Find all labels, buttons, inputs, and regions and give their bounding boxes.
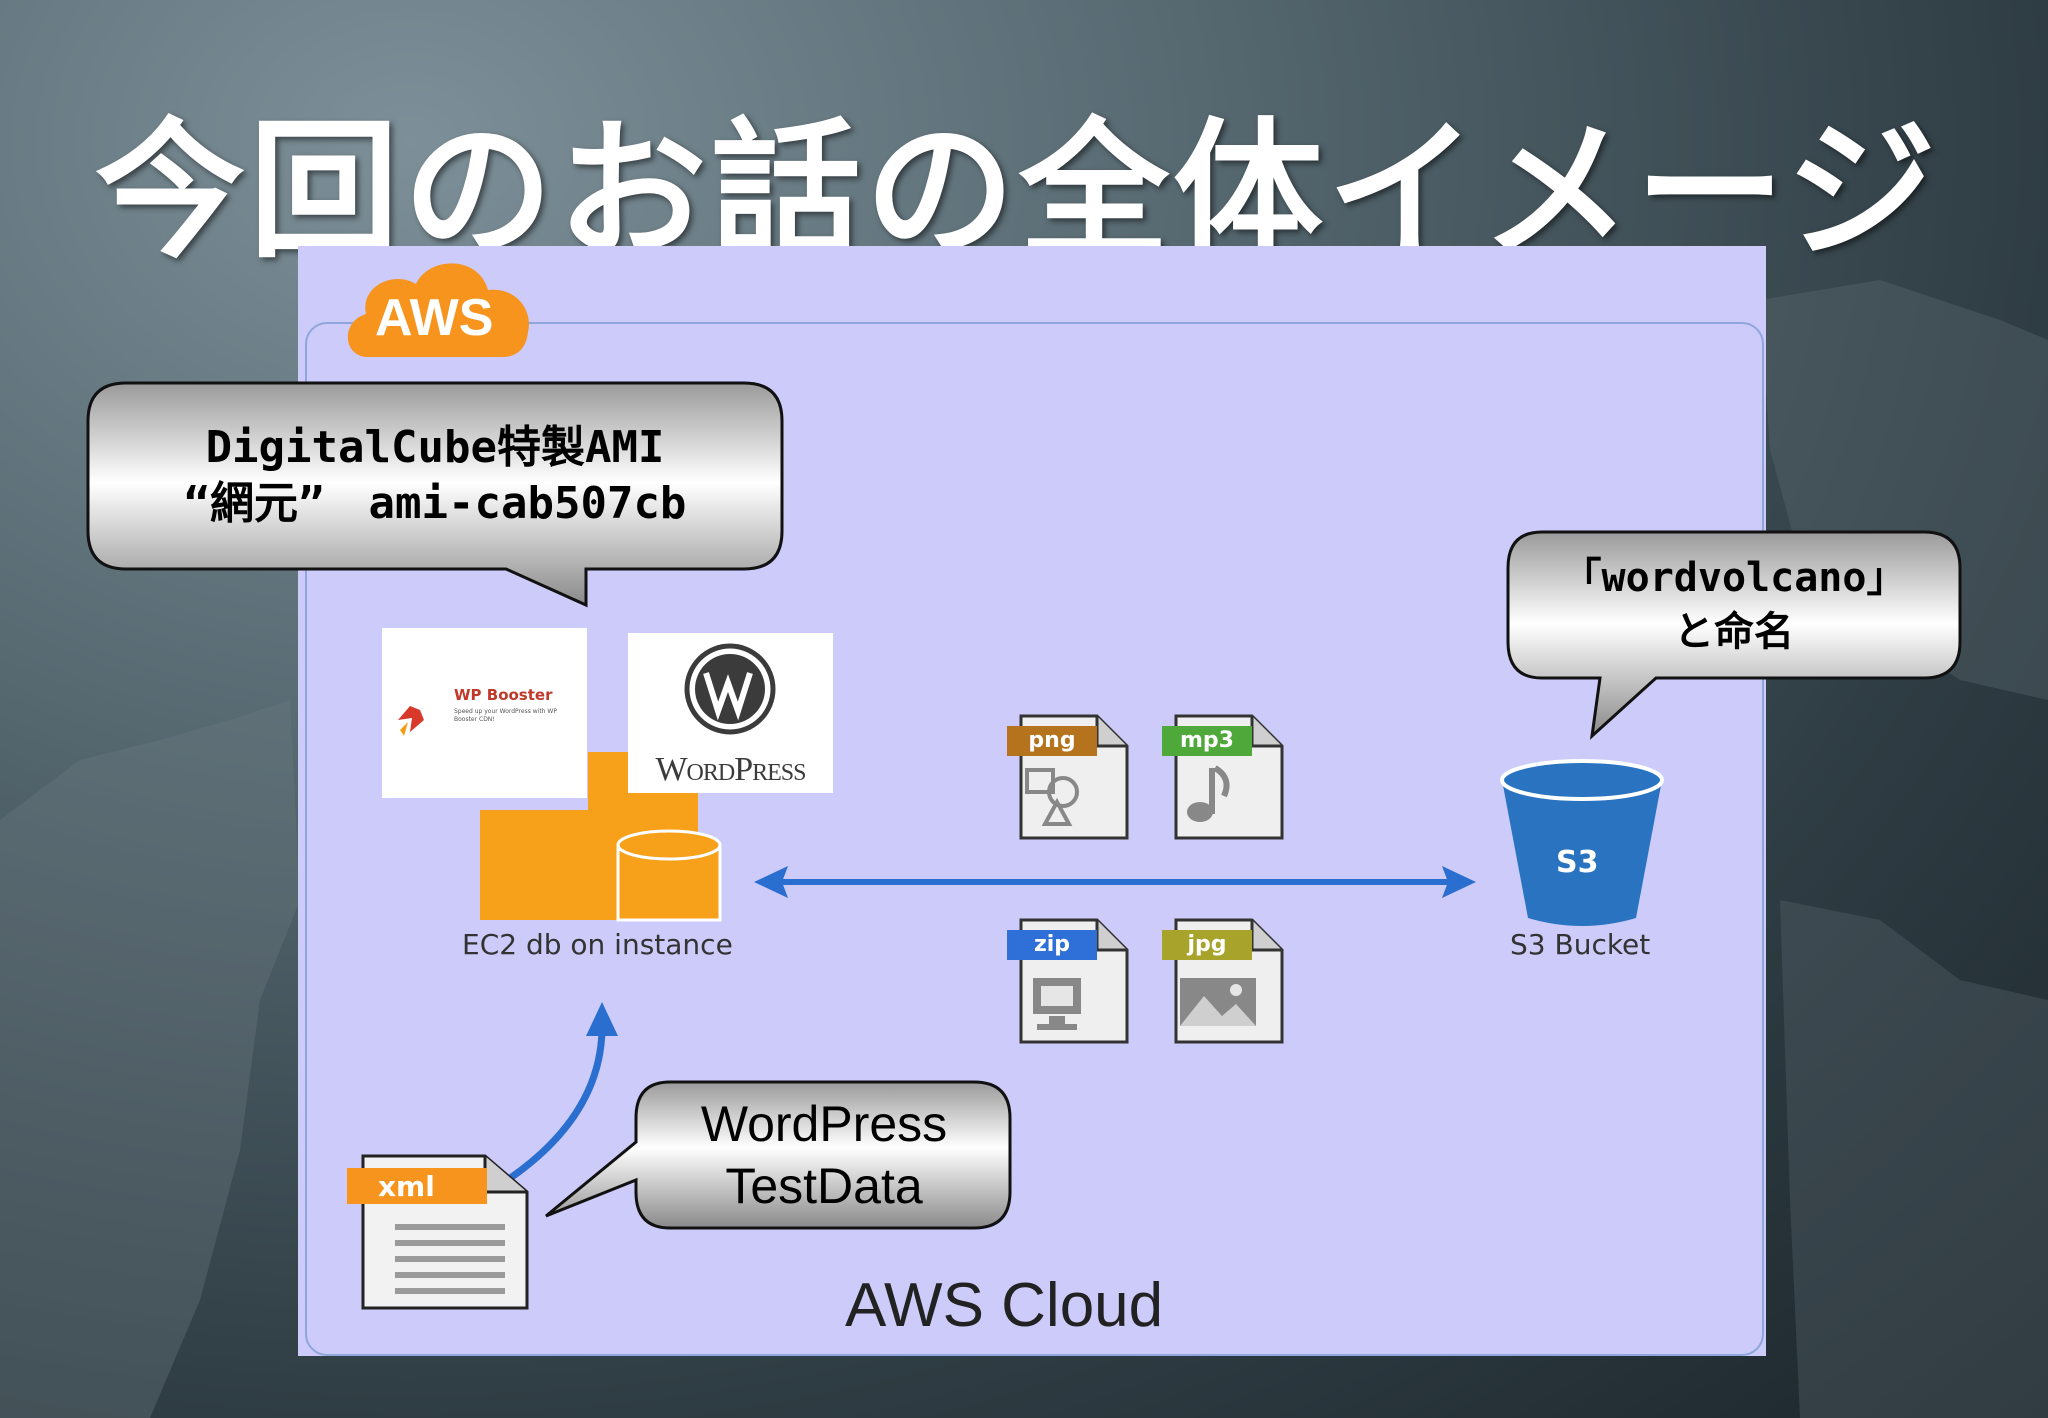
s3-label: S3 Bucket (1510, 928, 1651, 961)
rocket-icon (398, 686, 440, 736)
file-tag-label: jpg (1187, 932, 1227, 957)
wp-booster-title: WP Booster (454, 686, 553, 704)
s3-icon-text: S3 (1556, 845, 1599, 880)
wp-booster-subtitle: Speed up your WordPress with WP Booster … (454, 708, 557, 723)
wordpress-wordmark: WordPress (655, 751, 806, 788)
file-jpg-icon: jpg (1160, 916, 1285, 1046)
file-tag-label: zip (1033, 932, 1071, 957)
wordpress-thumbnail: WordPress (628, 633, 833, 793)
wordpress-logo-icon (684, 643, 776, 735)
file-mp3-icon: mp3 (1160, 712, 1285, 842)
testdata-callout-line2: TestData (725, 1158, 923, 1214)
bucket-name-callout: 「wordvolcano」 と命名 (1506, 530, 1962, 740)
bucket-callout-line1: 「wordvolcano」 (1561, 555, 1907, 601)
computer-icon (1007, 918, 1129, 1044)
testdata-callout-text: WordPress TestData (636, 1080, 1012, 1230)
bucket-callout-text: 「wordvolcano」 と命名 (1506, 530, 1962, 680)
picture-icon (1162, 918, 1284, 1044)
s3-bucket-icon (1500, 759, 1664, 926)
upload-arrow (498, 1002, 618, 1188)
xml-file-icon (347, 1154, 529, 1310)
bucket-callout-line2: と命名 (1674, 609, 1794, 655)
shapes-icon (1007, 714, 1129, 840)
file-tag-label: png (1028, 728, 1076, 753)
testdata-callout-line1: WordPress (700, 1096, 948, 1152)
double-arrow (754, 866, 1476, 898)
file-tag-label: mp3 (1180, 728, 1234, 753)
ec2-db-instance-icon (480, 752, 722, 922)
ami-callout-line2: “網元” ami-cab507cb (183, 478, 687, 529)
music-note-icon (1162, 714, 1284, 840)
ami-callout-text: DigitalCube特製AMI “網元” ami-cab507cb (86, 381, 784, 571)
xml-tag: xml (378, 1170, 435, 1203)
aws-cloud-icon (347, 263, 529, 357)
bucket-callout-shape (1506, 530, 1962, 740)
aws-badge-label: AWS (375, 289, 494, 347)
ami-callout-shape (86, 381, 784, 608)
wp-booster-thumbnail: WP Booster Speed up your WordPress with … (382, 628, 587, 798)
aws-cloud-boundary (305, 322, 1764, 1356)
file-png-icon: png (1005, 712, 1130, 842)
file-zip-icon: zip (1005, 916, 1130, 1046)
testdata-callout-shape (545, 1080, 1012, 1230)
testdata-callout: WordPress TestData (540, 1080, 1012, 1232)
ami-callout: DigitalCube特製AMI “網元” ami-cab507cb (86, 381, 784, 613)
aws-cloud-label: AWS Cloud (845, 1271, 1164, 1340)
ec2-label: EC2 db on instance (462, 928, 733, 961)
ami-callout-line1: DigitalCube特製AMI (205, 422, 665, 473)
